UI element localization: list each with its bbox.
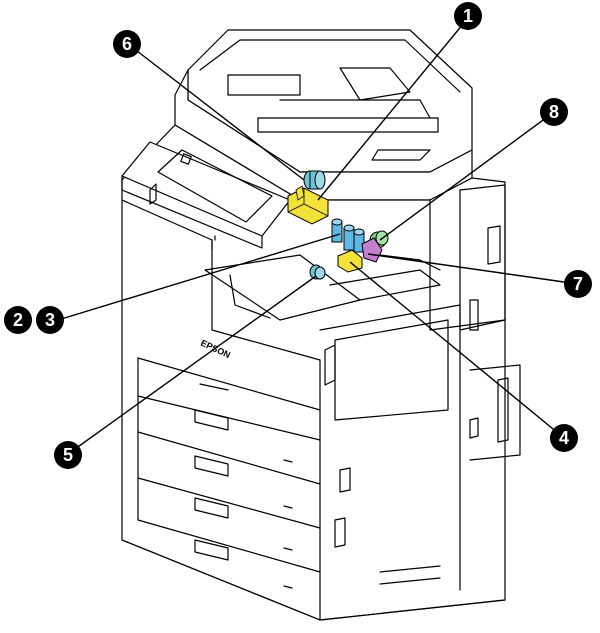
svg-text:8: 8 xyxy=(549,102,559,122)
callout-1: 1 xyxy=(454,2,482,30)
printer-illustration: EPSON xyxy=(121,29,521,621)
svg-text:3: 3 xyxy=(45,310,55,330)
callout-7: 7 xyxy=(564,270,592,298)
callout-3: 3 xyxy=(36,306,64,334)
leader-line-8 xyxy=(379,111,555,241)
callout-2: 2 xyxy=(4,306,32,334)
callout-5: 5 xyxy=(54,441,82,469)
leader-line-6 xyxy=(127,43,305,181)
leader-line-4 xyxy=(349,261,565,439)
callout-4: 4 xyxy=(550,424,578,452)
leader-lines xyxy=(57,17,579,455)
part-6-cyan-roller xyxy=(303,170,326,190)
part-5-cyan-roller xyxy=(309,264,326,280)
leader-line-2-3 xyxy=(57,233,341,321)
svg-text:7: 7 xyxy=(573,274,583,294)
svg-text:1: 1 xyxy=(463,6,473,26)
leader-line-7 xyxy=(367,253,579,285)
callout-6: 6 xyxy=(113,30,141,58)
leader-line-1 xyxy=(317,17,469,201)
svg-text:5: 5 xyxy=(63,445,73,465)
part-2-3-blue-rollers xyxy=(331,218,365,253)
svg-text:4: 4 xyxy=(559,428,569,448)
leader-line-5 xyxy=(67,275,317,455)
callout-8: 8 xyxy=(540,98,568,126)
paper-trays xyxy=(137,357,321,589)
part-8-green-roller xyxy=(369,230,389,249)
svg-text:2: 2 xyxy=(13,310,23,330)
svg-text:6: 6 xyxy=(122,34,132,54)
callouts: 1 6 8 2 3 7 4 5 xyxy=(4,2,592,469)
